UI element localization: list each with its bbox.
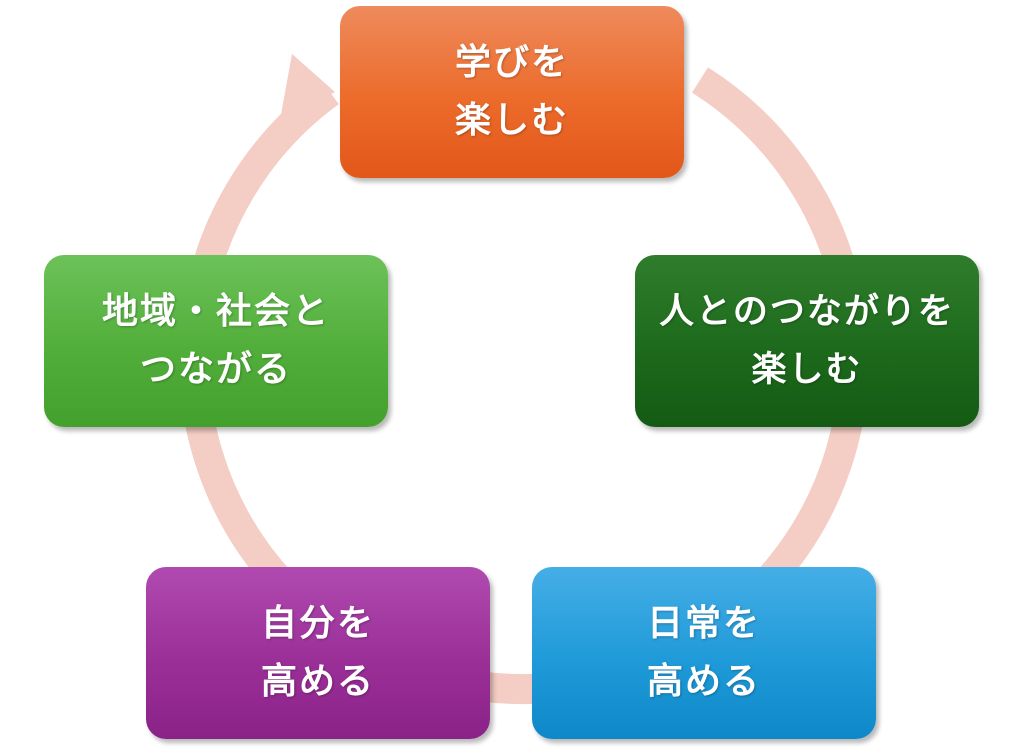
node-people-line-2: 楽しむ bbox=[751, 350, 863, 390]
node-people-connection: 人とのつながりを 楽しむ bbox=[635, 255, 979, 427]
node-daily-life: 日常を 高める bbox=[532, 567, 876, 739]
node-learn-enjoy: 学びを 楽しむ bbox=[340, 6, 684, 178]
cycle-arrowhead bbox=[280, 54, 335, 120]
node-daily-line-1: 日常を bbox=[646, 603, 761, 644]
node-community-line-1: 地域・社会と bbox=[101, 291, 330, 332]
node-community-line-2: つながる bbox=[139, 349, 292, 390]
node-self-improvement: 自分を 高める bbox=[146, 567, 490, 739]
node-learn-line-2: 楽しむ bbox=[454, 100, 569, 141]
node-community-connection: 地域・社会と つながる bbox=[44, 255, 388, 427]
node-people-line-1: 人とのつながりを bbox=[659, 292, 955, 332]
node-self-line-1: 自分を bbox=[260, 603, 375, 644]
node-daily-line-2: 高める bbox=[646, 661, 761, 702]
node-self-line-2: 高める bbox=[260, 661, 375, 702]
node-learn-line-1: 学びを bbox=[454, 42, 569, 83]
